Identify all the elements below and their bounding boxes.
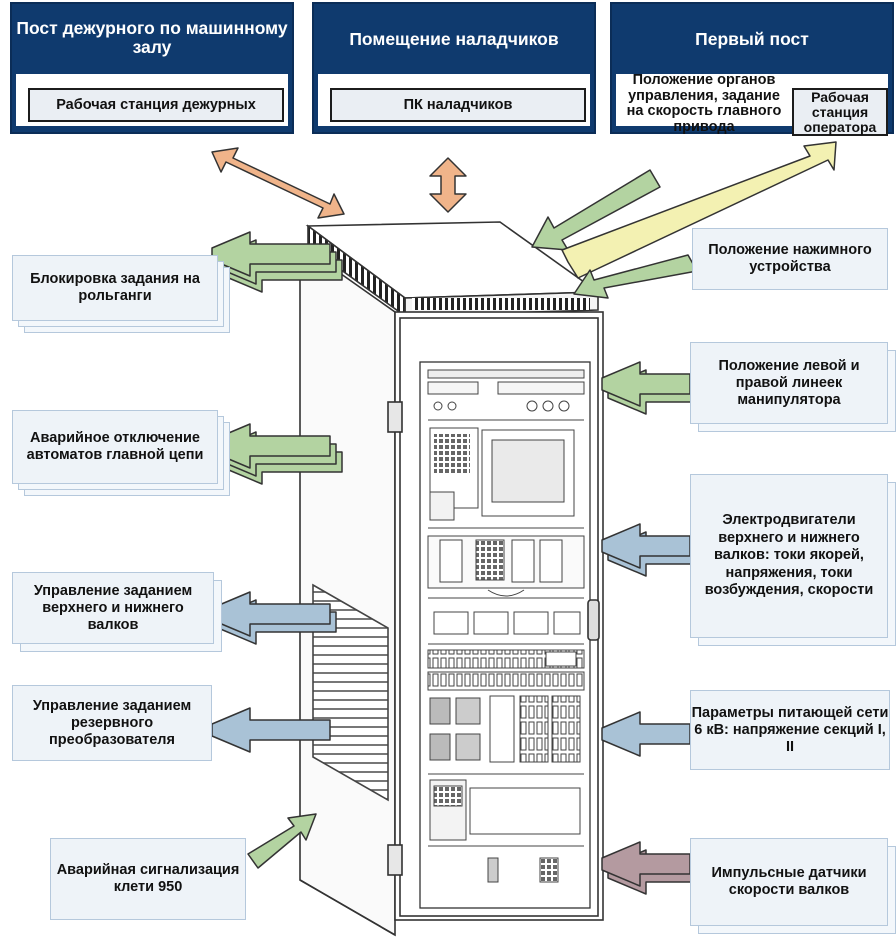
arrow-left-l4 xyxy=(211,707,331,753)
arrow-right-r5 xyxy=(601,841,697,895)
cabinet-components xyxy=(427,369,585,883)
label-left-1: Блокировка задания на рольганги xyxy=(12,255,230,333)
label-right-5: Импульсные датчики скорости валков xyxy=(690,838,896,934)
label-right-4: Параметры питающей сети 6 кВ: напряжение… xyxy=(690,690,890,770)
station-first-post-title: Первый пост xyxy=(695,28,809,49)
label-right-3: Электродвигатели верхнего и нижнего валк… xyxy=(690,474,896,646)
adjusters-pc-box: ПК наладчиков xyxy=(330,88,586,122)
arrow-left-l2 xyxy=(211,423,343,485)
first-post-controls-text: Положение органов управления, задание на… xyxy=(626,72,782,135)
arrow-left-l5 xyxy=(247,813,317,869)
arrow-right-r4 xyxy=(601,711,691,757)
label-left-3: Управление заданием верхнего и нижнего в… xyxy=(12,572,222,652)
station-adjusters-title: Помещение наладчиков xyxy=(349,28,559,49)
arrow-pressure-device xyxy=(573,254,698,299)
label-left-5: Аварийная сигнализация клети 950 xyxy=(50,838,246,920)
label-right-2: Положение левой и правой линеек манипуля… xyxy=(690,342,896,432)
operator-workstation-box: Рабочая станция оператора xyxy=(792,88,888,136)
arrow-right-r2 xyxy=(601,361,697,415)
label-right-1: Положение нажимного устройства xyxy=(692,228,888,290)
arrow-right-r3 xyxy=(601,523,697,577)
station-duty-post-title: Пост дежурного по машинному залу xyxy=(16,18,288,57)
arrow-first-post-2 xyxy=(561,141,837,279)
arrow-first-post-1 xyxy=(531,169,661,251)
station-first-post: Первый пост Положение органов управления… xyxy=(610,2,894,136)
arrow-adjusters xyxy=(429,157,467,213)
station-duty-post: Пост дежурного по машинному залу Рабочая… xyxy=(10,2,294,134)
label-left-2: Аварийное отключение автоматов главной ц… xyxy=(12,410,230,496)
arrow-left-l1 xyxy=(211,231,343,293)
station-adjusters-room: Помещение наладчиков ПК наладчиков xyxy=(312,2,596,134)
arrow-duty-post xyxy=(211,147,345,219)
label-left-4: Управление заданием резервного преобразо… xyxy=(12,685,212,761)
duty-workstation-box: Рабочая станция дежурных xyxy=(28,88,284,122)
arrow-left-l3 xyxy=(211,591,337,645)
